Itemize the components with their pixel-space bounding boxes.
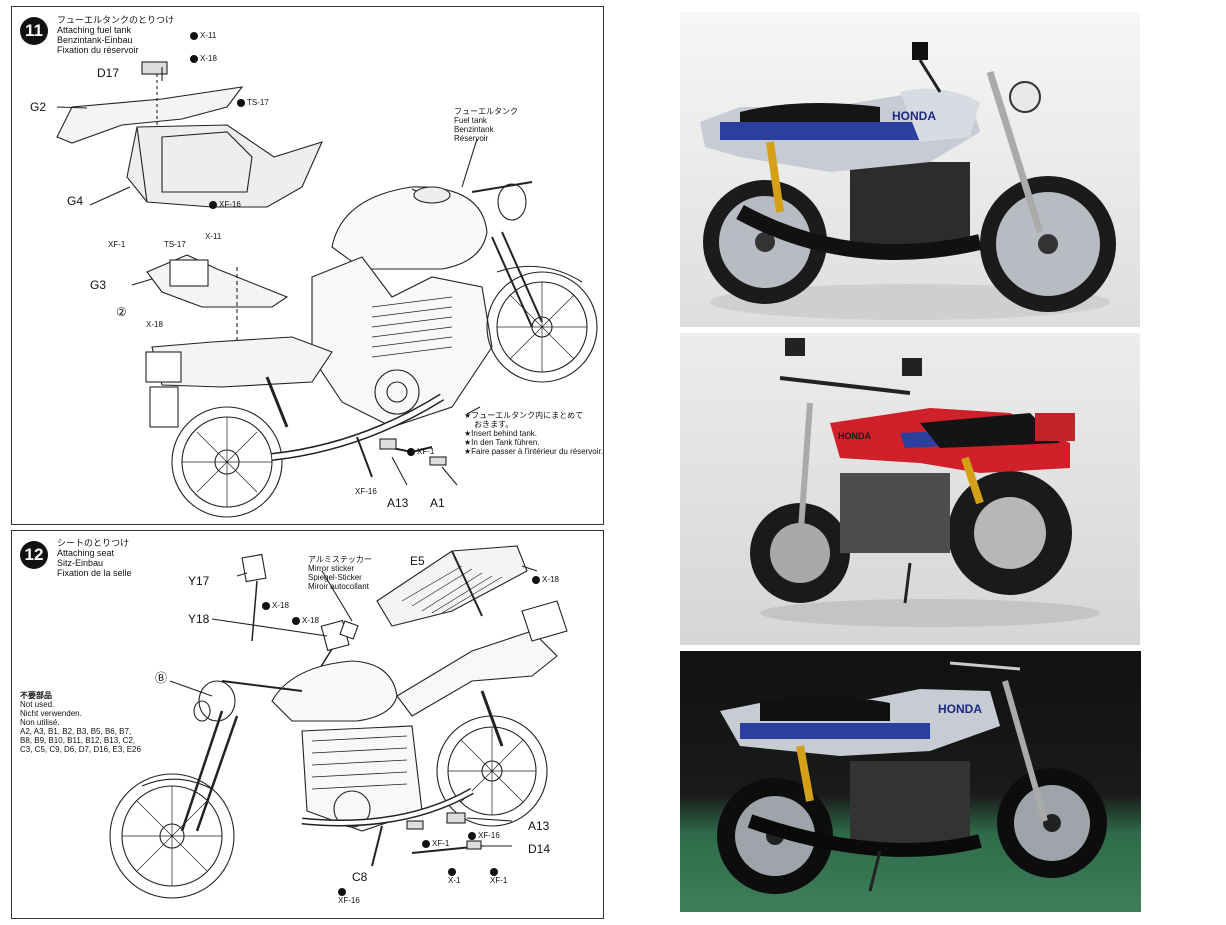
not-used-fr: Non utilisé. [20,718,60,727]
sticker-de: Spiegel-Sticker [308,573,362,582]
mirror-sticker-label: アルミステッカー Mirror sticker Spiegel-Sticker … [308,555,372,591]
paint-dot-icon [237,98,245,107]
fuel-tank-en: Fuel tank [454,116,487,125]
label-x11-top: X-11 [190,31,216,40]
note-fr: ★Faire passer à l'intérieur du réservoir… [464,447,603,456]
motorcycle-photo-icon: HONDA [680,333,1140,645]
label-ts17-top: TS-17 [237,98,269,107]
step-11-title-fr: Fixation du réservoir [57,45,139,55]
paint-dot-icon [448,867,456,876]
sticker-en: Mirror sticker [308,564,355,573]
not-used-de: Nicht verwenden. [20,709,82,718]
label-xf16-a13: XF-16 [468,831,500,840]
step-11-title-de: Benzintank-Einbau [57,35,133,45]
label-e5: E5 [410,554,425,568]
note-de: ★In den Tank führen. [464,438,540,447]
note-en: ★Insert behind tank. [464,429,537,438]
step-11-drawing [56,61,598,518]
label-xf16-c8: XF-16 [338,887,360,905]
fuel-tank-de: Benzintank [454,125,494,134]
label-g4: G4 [67,194,84,208]
not-used-list-3: C3, C5, C9, D6, D7, D16, E3, E26 [20,745,141,754]
insert-behind-tank-note: ★フューエルタンク内にまとめて おきます。 ★Insert behind tan… [464,411,603,456]
step-12-title-de: Sitz-Einbau [57,558,104,568]
paint-dot-icon [262,601,270,610]
step-12-number: 12 [20,541,48,569]
label-d17: D17 [97,66,120,80]
label-xf1-a: XF-1 [422,839,449,848]
motorcycle-photo-icon: HONDA [680,12,1140,327]
step-11-panel: 11 フューエルタンクのとりつけ Attaching fuel tank Ben… [11,6,604,525]
paint-dot-icon [190,31,198,40]
label-circle-2: ② [116,305,127,319]
step-11-number: 11 [20,17,48,45]
honda-brand-text: HONDA [938,702,982,716]
step-12-title-fr: Fixation de la selle [57,568,132,578]
not-used-list-2: B8, B9, B10, B11, B12, B13, C2, [20,736,136,745]
label-circle-b: Ⓑ [155,671,168,685]
paint-dot-icon [292,616,300,625]
sticker-jp: アルミステッカー [308,555,372,564]
paint-dot-icon [532,575,540,584]
photo-silver-bike-side: HONDA [680,12,1140,327]
label-a13-12: A13 [528,819,550,833]
photo-red-bike-rear: HONDA [680,333,1140,645]
not-used-parts-note: 不要部品 Not used. Nicht verwenden. Non util… [20,691,141,754]
sticker-fr: Miroir autocollant [308,582,369,591]
step-12-drawing [109,545,568,899]
label-ts17-mid: TS-17 [164,240,186,249]
label-xf1-b: XF-1 [490,867,507,885]
label-x18-top: X-18 [190,54,217,63]
fuel-tank-label: フューエルタンク Fuel tank Benzintank Réservoir [454,107,518,143]
label-y18: Y18 [188,612,210,626]
honda-brand-text: HONDA [892,109,936,123]
paint-dot-icon [407,447,415,456]
step-12-title-en: Attaching seat [57,548,115,558]
label-x11-mid: X-11 [205,232,222,241]
step-11-title-jp: フューエルタンクのとりつけ [57,15,175,25]
note-jp2: おきます。 [474,420,514,429]
paint-dot-icon [468,831,476,840]
paint-dot-icon [190,54,198,63]
label-a13: A13 [387,496,409,510]
label-x18-y18: X-18 [292,616,319,625]
label-c8: C8 [352,870,368,884]
not-used-jp: 不要部品 [20,691,52,700]
label-xf16-top: XF-16 [209,200,241,209]
paint-dot-icon [422,839,430,848]
photo-silver-bike-dark: HONDA [680,651,1141,912]
paint-dot-icon [209,200,217,209]
note-jp1: ★フューエルタンク内にまとめて [464,411,584,420]
fuel-tank-jp: フューエルタンク [454,107,518,116]
not-used-en: Not used. [20,700,55,709]
label-y17: Y17 [188,574,210,588]
step-11-title-en: Attaching fuel tank [57,25,132,35]
label-x1: X-1 [448,867,460,885]
label-g3: G3 [90,278,107,292]
motorcycle-photo-icon: HONDA [680,651,1141,912]
label-xf16-bottom: XF-16 [355,487,377,496]
label-x18-mid: X-18 [146,320,163,329]
paint-dot-icon [338,887,346,896]
step-12-panel: 12 シートのとりつけ Attaching seat Sitz-Einbau F… [11,530,604,919]
honda-brand-text: HONDA [838,431,871,441]
step-12-title: シートのとりつけ Attaching seat Sitz-Einbau Fixa… [57,538,132,578]
paint-dot-icon [490,867,498,876]
label-xf1-left: XF-1 [108,240,126,249]
step-11-title: フューエルタンクのとりつけ Attaching fuel tank Benzin… [57,15,174,55]
not-used-list-1: A2, A3, B1, B2, B3, B5, B6, B7, [20,727,132,736]
label-d14: D14 [528,842,551,856]
label-xf1-bottom: XF-1 [407,447,434,456]
label-g2: G2 [30,100,47,114]
fuel-tank-fr: Réservoir [454,134,489,143]
label-x18-right: X-18 [532,575,559,584]
step-12-title-jp: シートのとりつけ [57,538,130,548]
label-x18-y17: X-18 [262,601,289,610]
label-a1: A1 [430,496,445,510]
